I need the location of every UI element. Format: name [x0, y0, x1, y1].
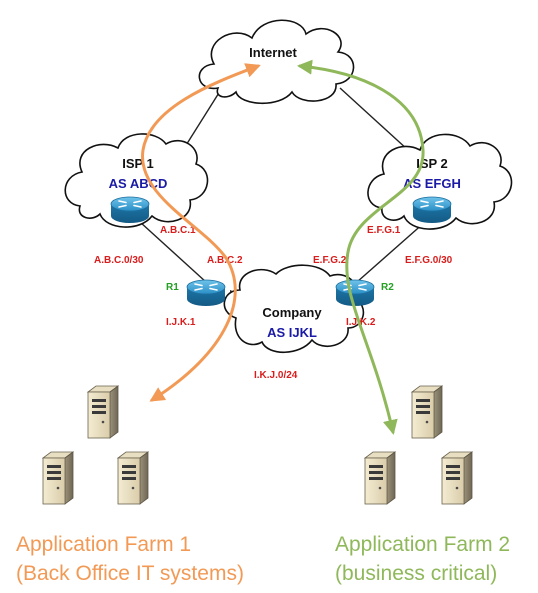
company-as: AS IJKL: [267, 325, 317, 340]
isp2-router-ip: E.F.G.1: [367, 225, 401, 236]
isp2-subnet: E.F.G.0/30: [405, 255, 453, 266]
farm2-traffic-path: [297, 59, 425, 435]
isp1-subnet: A.B.C.0/30: [94, 255, 144, 266]
r1-label: R1: [166, 282, 179, 293]
application-farm-2-servers: [364, 385, 473, 505]
r1-router-icon: [186, 279, 226, 307]
isp2-name: ISP 2: [416, 156, 448, 171]
r2-wan-ip: E.F.G.2: [313, 255, 347, 266]
server-icon: [411, 385, 443, 439]
server-icon: [117, 451, 149, 505]
server-icon: [364, 451, 396, 505]
internet-cloud: [198, 19, 355, 104]
isp2-router-icon: [412, 196, 452, 224]
isp1-router-icon: [110, 196, 150, 224]
farm1-traffic-path: [141, 63, 261, 402]
server-icon: [87, 385, 119, 439]
internet-label: Internet: [249, 45, 297, 60]
company-subnet: I.K.J.0/24: [254, 370, 298, 381]
application-farm-1-servers: [42, 385, 149, 505]
server-icon: [42, 451, 74, 505]
isp2-as: AS EFGH: [403, 176, 461, 191]
farm1-subtitle: (Back Office IT systems): [16, 562, 244, 585]
farm1-title: Application Farm 1: [16, 533, 191, 556]
isp1-name: ISP 1: [122, 156, 154, 171]
company-name: Company: [262, 305, 322, 320]
isp1-as: AS ABCD: [109, 176, 168, 191]
r1-lan-ip: I.J.K.1: [166, 317, 196, 328]
link-internet-isp2: [339, 87, 409, 151]
isp1-router-ip: A.B.C.1: [160, 225, 196, 236]
farm2-title: Application Farm 2: [335, 533, 510, 556]
r2-router-icon: [335, 279, 375, 307]
farm2-subtitle: (business critical): [335, 562, 497, 585]
server-icon: [441, 451, 473, 505]
r2-label: R2: [381, 282, 394, 293]
